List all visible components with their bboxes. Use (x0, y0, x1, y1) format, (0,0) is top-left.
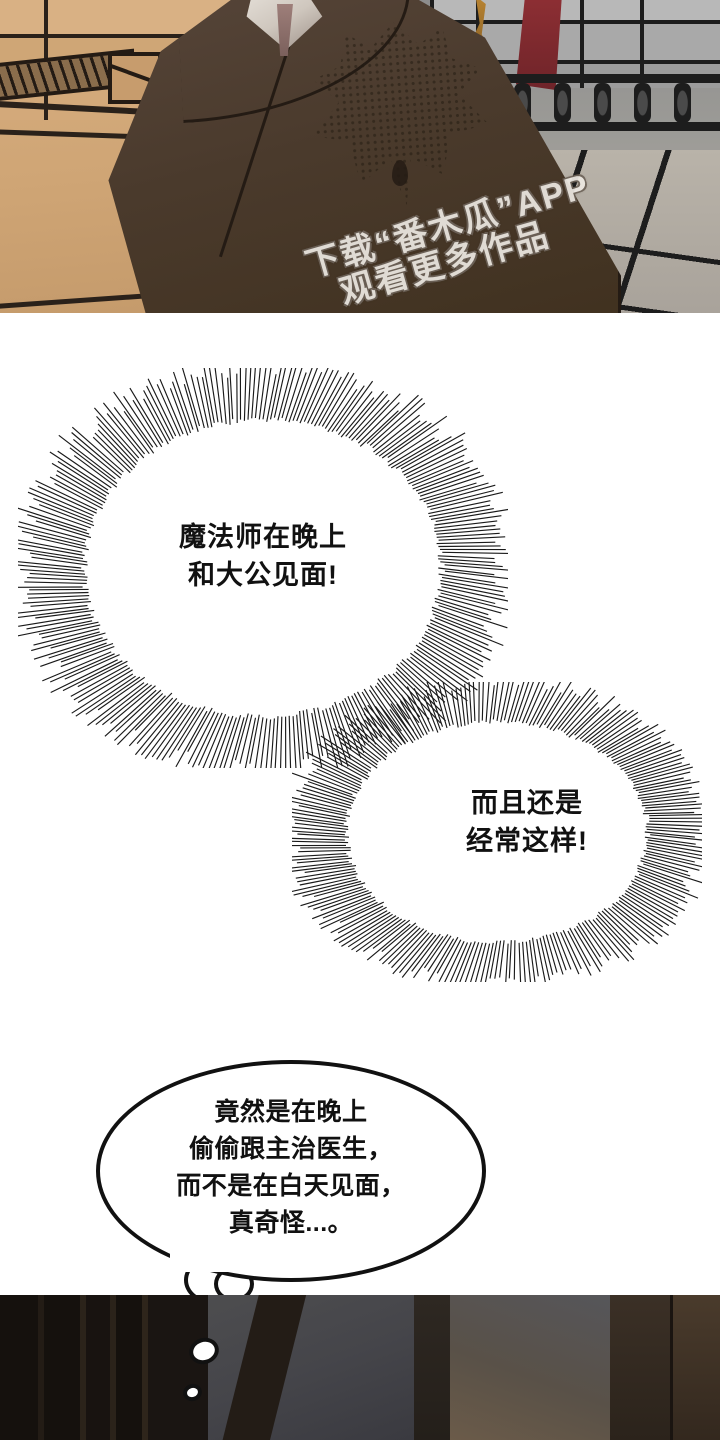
speech-bubble-text-2: 而且还是 经常这样! (466, 788, 588, 857)
baluster (674, 83, 691, 123)
speech-bubble-burst-1: 魔法师在晚上 和大公见面! (18, 368, 508, 768)
crest-pendant (392, 160, 408, 186)
thought-bubble-text: 竟然是在晚上 偷偷跟主治医生， 而不是在白天见面， 真奇怪...。 (176, 1098, 406, 1237)
baluster (554, 83, 571, 123)
speech-bubble-text-1: 魔法师在晚上 和大公见面! (179, 522, 347, 591)
burst-outline-1 (18, 368, 508, 768)
comic-panel-top: 下载“番木瓜”APP 观看更多作品 (0, 0, 720, 313)
thought-bubble-join-mask (170, 1246, 270, 1272)
thought-bubble: 竟然是在晚上 偷偷跟主治医生， 而不是在白天见面， 真奇怪...。 (96, 1060, 486, 1310)
baluster (634, 83, 651, 123)
figure-necktie (276, 4, 293, 56)
thought-bubble-body (96, 1060, 486, 1282)
wall-pillar (610, 1295, 670, 1440)
baluster (594, 83, 611, 123)
speech-bubble-burst-2: 而且还是 经常这样! (292, 682, 702, 982)
burst-outline-2 (292, 682, 702, 982)
balustrade-rail-bottom (408, 122, 720, 131)
balustrade-rail-top (408, 74, 720, 83)
comic-panel-bottom (0, 1295, 720, 1440)
wall-pillar (414, 1295, 450, 1440)
dark-curtain-left (0, 1295, 208, 1440)
warm-wall-right (450, 1295, 610, 1440)
door-right (670, 1295, 720, 1440)
